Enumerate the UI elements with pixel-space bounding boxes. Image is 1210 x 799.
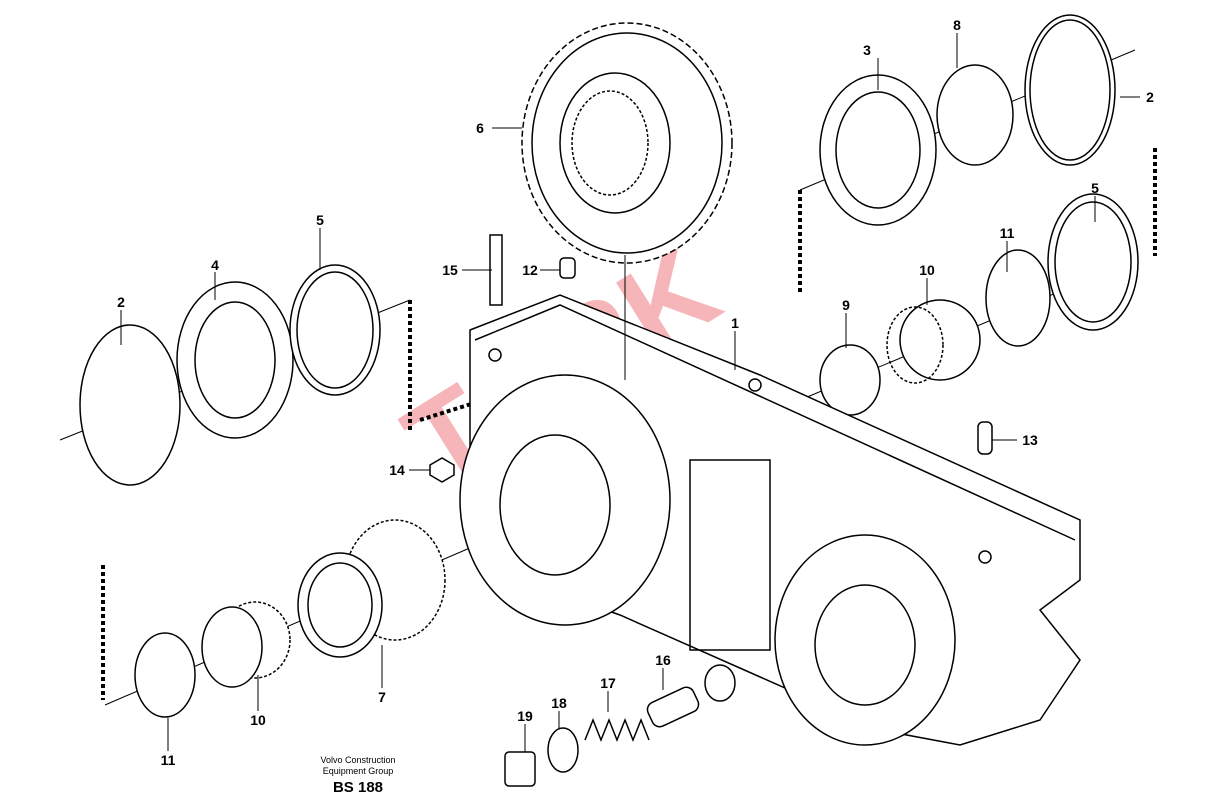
callout-19: 19 [517,708,533,724]
callout-9: 9 [842,297,850,313]
caption-line-2: Equipment Group [322,766,394,776]
callout-11: 11 [999,225,1015,241]
callout-10: 10 [919,262,935,278]
callout-2: 2 [117,294,125,310]
callout-12: 12 [522,262,538,278]
callout-13: 13 [1022,432,1038,448]
gear-6 [521,22,733,264]
callout-5: 5 [316,212,324,228]
callout-18: 18 [551,695,567,711]
housing-1 [459,294,1081,746]
callout-6: 6 [476,120,484,136]
callout-4: 4 [211,257,219,273]
callout-15: 15 [442,262,458,278]
callout-1: 1 [731,315,739,331]
callout-10: 10 [250,712,266,728]
callout-2: 2 [1146,89,1154,105]
callout-16: 16 [655,652,671,668]
callout-11: 11 [160,752,176,768]
callout-17: 17 [600,675,616,691]
callout-14: 14 [389,462,405,478]
callout-5: 5 [1091,180,1099,196]
callout-3: 3 [863,42,871,58]
caption-line-1: Volvo Construction [320,755,396,765]
callout-8: 8 [953,17,961,33]
diagram-code: BS 188 [332,779,384,796]
callout-7: 7 [378,689,386,705]
diagram-caption: Volvo Construction Equipment Group BS 18… [320,755,395,796]
